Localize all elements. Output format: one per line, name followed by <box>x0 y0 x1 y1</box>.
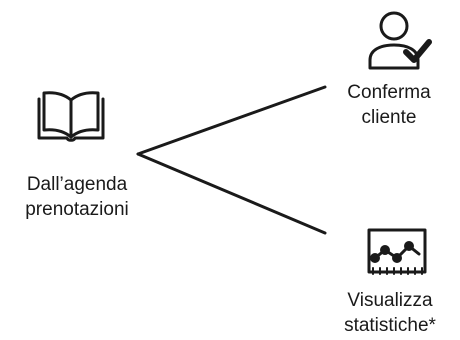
target-statistiche-label: Visualizza statistiche* <box>322 288 458 338</box>
line-chart-icon <box>367 228 427 278</box>
target-conferma-line1: Conferma <box>347 82 431 103</box>
connector-to-statistiche <box>136 152 327 235</box>
target-statistiche-line1: Visualizza <box>347 290 433 311</box>
source-label-line2: prenotazioni <box>25 199 129 220</box>
user-check-icon <box>366 8 432 72</box>
target-conferma-label: Conferma cliente <box>322 80 456 130</box>
target-conferma-line2: cliente <box>361 107 417 128</box>
source-label-line1: Dall’agenda <box>26 174 128 195</box>
source-label: Dall’agenda prenotazioni <box>2 172 152 222</box>
connector-to-conferma <box>136 85 327 156</box>
open-book-icon <box>36 86 106 146</box>
target-statistiche-line2: statistiche* <box>344 315 436 336</box>
